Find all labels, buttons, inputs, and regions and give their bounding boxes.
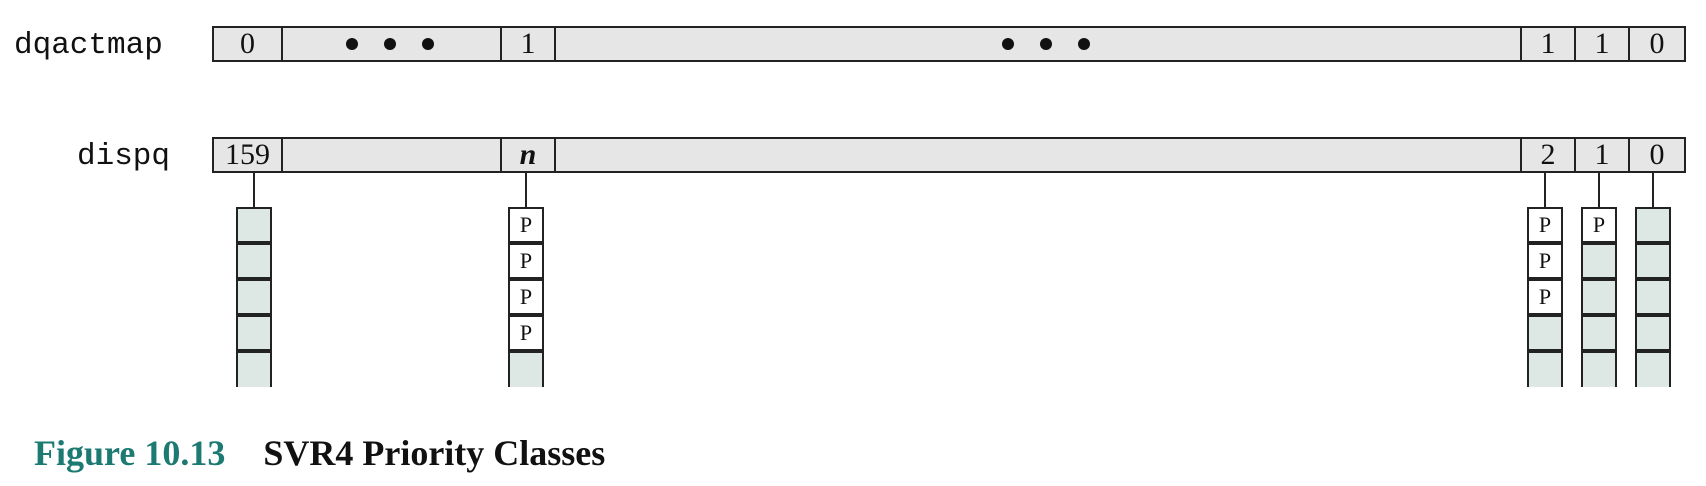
queue-connector	[1652, 173, 1654, 209]
ellipsis-dot	[1078, 38, 1090, 50]
queue-slot	[236, 279, 272, 315]
queue-slot-process: P	[508, 279, 544, 315]
queue-slot	[1527, 351, 1563, 387]
queue-slot	[1635, 351, 1671, 387]
ellipsis-dot	[422, 38, 434, 50]
queue-2: P P P	[1527, 173, 1563, 388]
dispq-cell-n: n	[500, 138, 556, 171]
dispq-bar: 159 n 2 1 0	[212, 137, 1686, 173]
dqactmap-bar: 0 1 1 1 0	[212, 26, 1686, 62]
queue-0	[1635, 173, 1671, 388]
queue-slot-process: P	[1527, 243, 1563, 279]
dqactmap-ellipsis-right	[1002, 28, 1090, 60]
queue-slot	[1581, 243, 1617, 279]
dispq-label: dispq	[77, 139, 171, 174]
queue-slot-process: P	[1527, 279, 1563, 315]
queue-connector	[253, 173, 255, 209]
queue-1: P	[1581, 173, 1617, 388]
dqactmap-cell-n: 1	[500, 27, 556, 60]
figure-caption: Figure 10.13 SVR4 Priority Classes	[34, 432, 605, 474]
figure-number: Figure 10.13	[34, 433, 226, 473]
dqactmap-cell-0: 0	[214, 27, 283, 60]
ellipsis-dot	[1002, 38, 1014, 50]
queue-connector	[1598, 173, 1600, 209]
queue-slot	[1635, 243, 1671, 279]
queue-slot	[236, 315, 272, 351]
queue-159	[236, 173, 272, 388]
queue-slot	[1635, 279, 1671, 315]
queue-slot-process: P	[1581, 207, 1617, 243]
queue-slot	[508, 351, 544, 387]
queue-slot	[236, 207, 272, 243]
dispq-cell-0: 0	[1628, 138, 1684, 171]
dqactmap-label: dqactmap	[14, 28, 163, 63]
queue-slot	[236, 243, 272, 279]
dqactmap-cell-1: 1	[1574, 27, 1630, 60]
queue-n: P P P P	[508, 173, 544, 388]
queue-slot	[1581, 351, 1617, 387]
dispq-cell-2: 2	[1520, 138, 1576, 171]
ellipsis-dot	[1040, 38, 1052, 50]
queue-slot	[1527, 315, 1563, 351]
queue-slot-process: P	[508, 315, 544, 351]
queue-slot	[1635, 207, 1671, 243]
dqactmap-ellipsis-left	[346, 28, 434, 60]
dqactmap-cell-2: 1	[1520, 27, 1576, 60]
ellipsis-dot	[384, 38, 396, 50]
queue-connector	[525, 173, 527, 209]
queue-slot-process: P	[1527, 207, 1563, 243]
dqactmap-cell-last: 0	[1628, 27, 1684, 60]
figure-title: SVR4 Priority Classes	[263, 433, 606, 473]
ellipsis-dot	[346, 38, 358, 50]
queue-slot-process: P	[508, 207, 544, 243]
queue-slot	[1581, 315, 1617, 351]
dispq-cell-159: 159	[214, 138, 283, 171]
queue-slot	[236, 351, 272, 387]
queue-slot	[1635, 315, 1671, 351]
queue-slot-process: P	[508, 243, 544, 279]
queue-slot	[1581, 279, 1617, 315]
queue-connector	[1544, 173, 1546, 209]
dispq-cell-1: 1	[1574, 138, 1630, 171]
